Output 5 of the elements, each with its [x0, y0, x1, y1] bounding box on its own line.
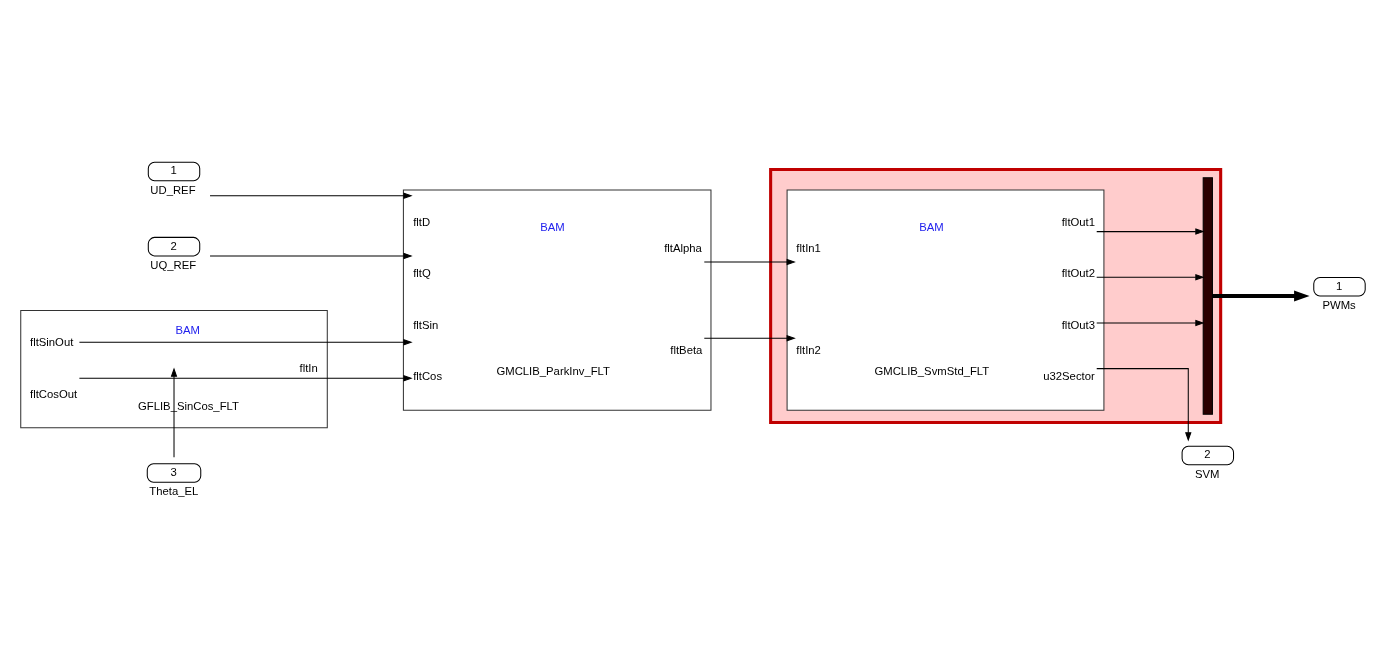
- node-label: SVM: [1194, 467, 1220, 480]
- node-label: PWMs: [1322, 299, 1356, 312]
- node-label: UQ_REF: [150, 259, 197, 272]
- node-label: Theta_EL: [149, 485, 199, 498]
- node-label: UD_REF: [150, 183, 196, 196]
